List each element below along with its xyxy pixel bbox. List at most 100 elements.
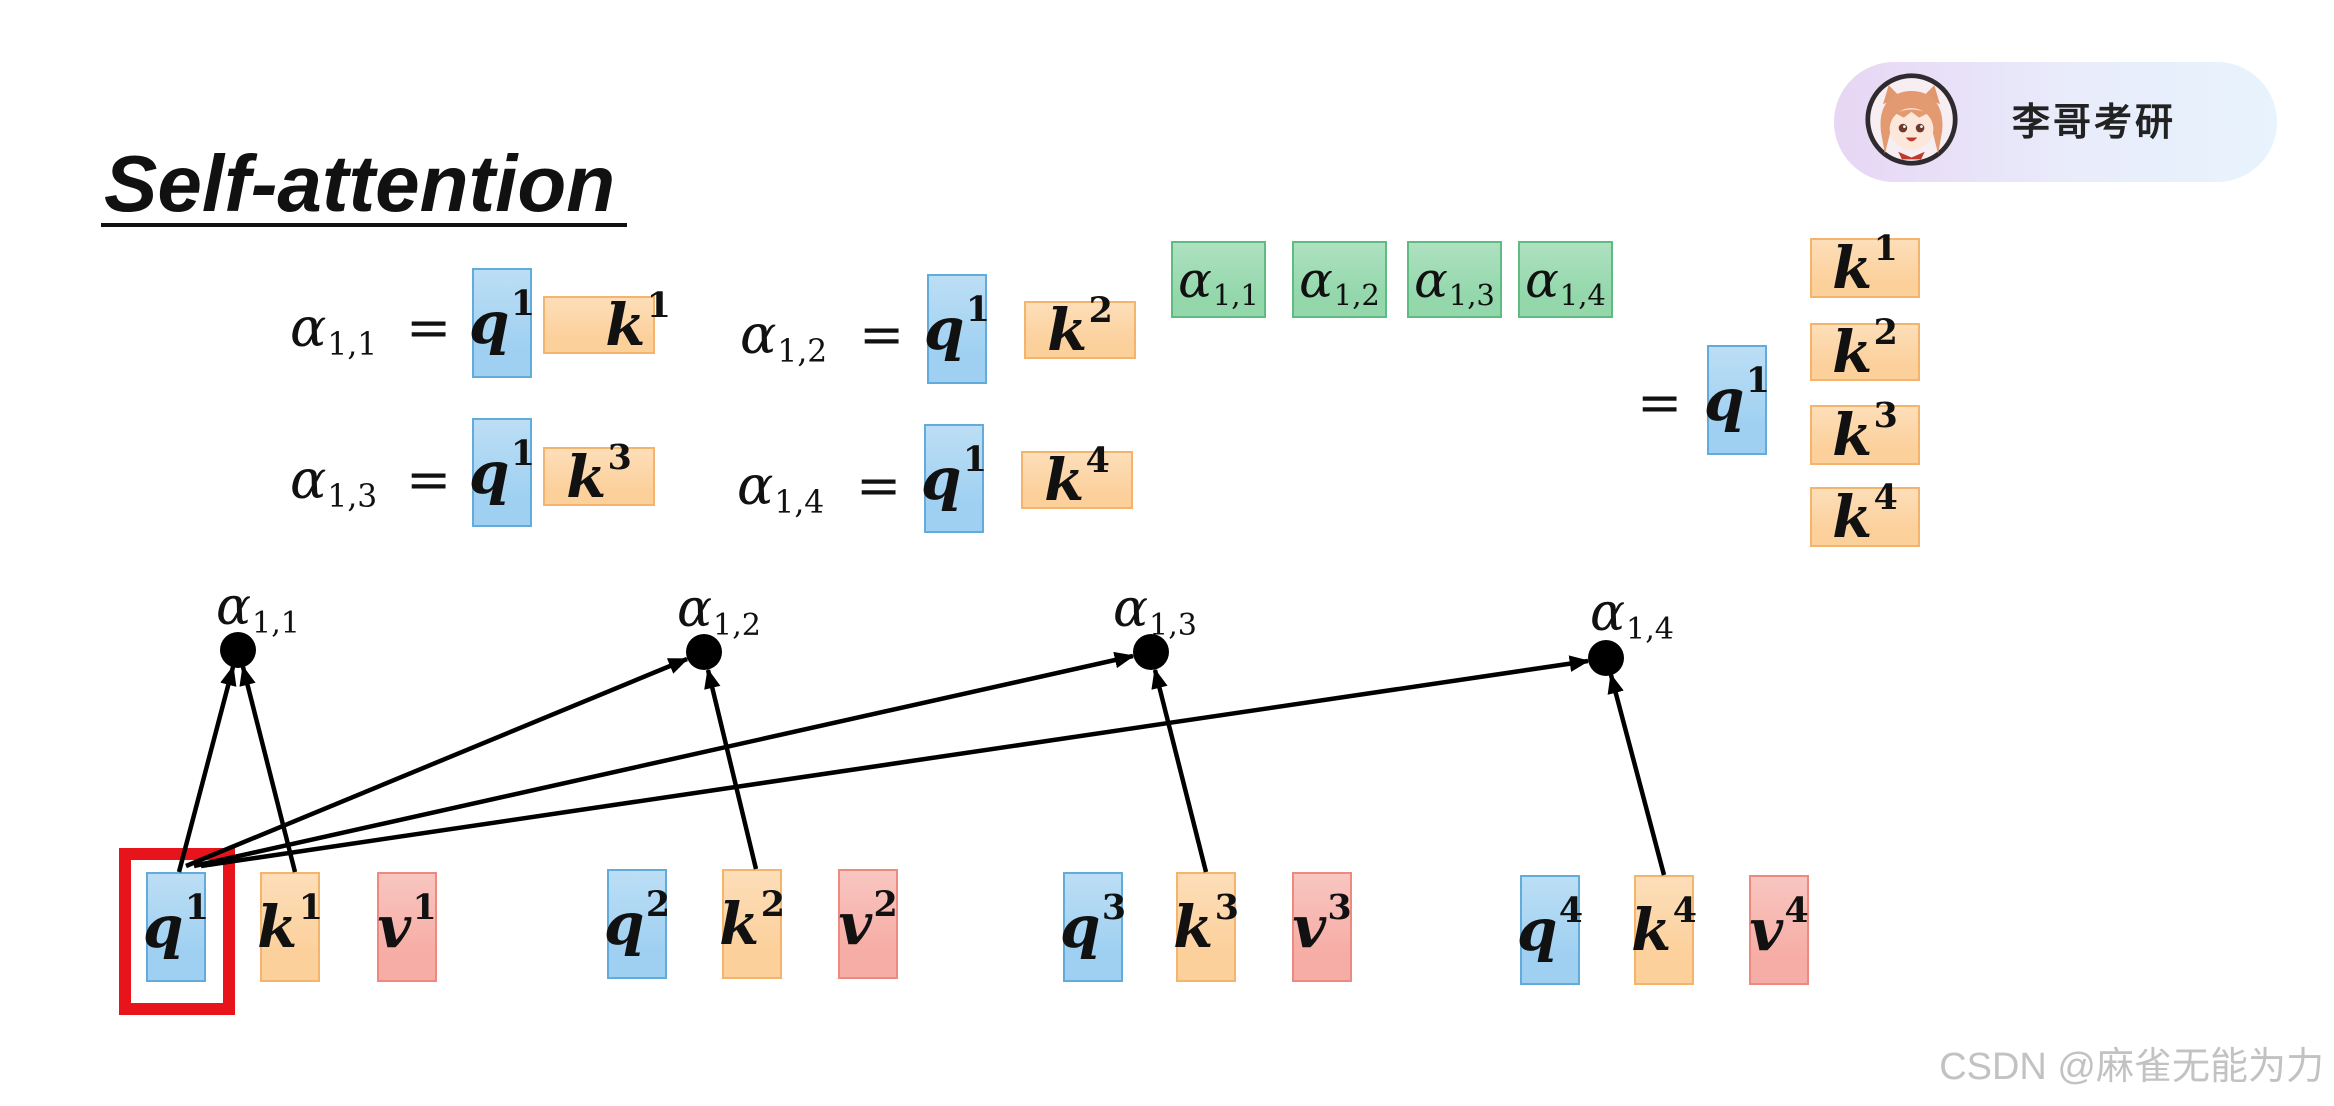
query-superscript: 1 (966, 289, 990, 330)
value-base: v (377, 893, 411, 961)
query-symbol: q2 (604, 895, 670, 953)
node-label-1-1: α1,1 (216, 581, 300, 641)
score-label: α1,2 (1299, 255, 1380, 305)
query-base: q (1517, 896, 1558, 964)
key-base: k (719, 890, 759, 958)
alpha-symbol: α (677, 579, 712, 639)
key-superscript: 4 (1086, 440, 1110, 481)
token-2-value-box: v2 (838, 869, 898, 979)
key-superscript: 2 (1874, 312, 1898, 353)
score-label: α1,4 (1525, 255, 1606, 305)
alpha-subscript: 1,1 (252, 606, 300, 641)
score-vector-cell-3: α1,3 (1407, 241, 1502, 318)
value-base: v (1292, 893, 1326, 961)
key-superscript: 3 (1215, 887, 1239, 928)
arrow-k2-to-alpha-1-2 (708, 670, 756, 869)
alpha-symbol: α (740, 303, 776, 366)
anime-girl-avatar-icon (1864, 72, 1959, 167)
query-base: q (143, 893, 184, 961)
query-superscript: 1 (1746, 360, 1770, 401)
query-symbol: q1 (469, 294, 535, 352)
key-symbol: k2 (719, 895, 785, 953)
alpha-subscript: 1,3 (327, 479, 377, 515)
query-base: q (921, 445, 962, 513)
equation-score-label-1-2: α1,2 (740, 308, 827, 370)
key-base: k (1047, 296, 1087, 364)
query-base: q (1704, 366, 1745, 434)
key-base: k (605, 291, 645, 359)
value-symbol: v3 (1292, 898, 1351, 956)
key-symbol: k4 (1044, 451, 1110, 509)
query-superscript: 1 (511, 283, 535, 324)
alpha-symbol: α (290, 448, 326, 511)
alpha-symbol: α (1414, 251, 1448, 309)
alpha-subscript: 1,2 (713, 608, 761, 643)
matrix-key-box-1: k1 (1810, 238, 1920, 298)
query-symbol: q3 (1060, 898, 1126, 956)
key-superscript: 4 (1673, 890, 1697, 931)
arrow-q1-to-alpha-1-2 (186, 659, 687, 866)
equation-key-box-4: k4 (1021, 451, 1133, 509)
arrow-q1-to-alpha-1-4 (201, 661, 1588, 866)
query-symbol: q1 (143, 898, 209, 956)
equation-score-label-1-3: α1,3 (290, 453, 377, 515)
key-symbol: k3 (566, 448, 632, 506)
query-base: q (1060, 893, 1101, 961)
value-symbol: v4 (1749, 901, 1808, 959)
value-symbol: v2 (838, 895, 897, 953)
key-base: k (1832, 483, 1872, 551)
matrix-query-box: q1 (1707, 345, 1767, 455)
token-3-value-box: v3 (1292, 872, 1352, 982)
value-base: v (1749, 896, 1783, 964)
matrix-key-box-4: k4 (1810, 487, 1920, 547)
arrow-q1-to-alpha-1-1 (179, 667, 233, 872)
key-symbol: k2 (1047, 301, 1113, 359)
matrix-key-box-2: k2 (1810, 323, 1920, 381)
key-symbol: k1 (257, 898, 323, 956)
key-base: k (1173, 893, 1213, 961)
matrix-equals-sign: = (1637, 376, 1682, 430)
query-symbol: q1 (921, 450, 987, 508)
score-vector-cell-2: α1,2 (1292, 241, 1387, 318)
alpha-symbol: α (216, 577, 251, 637)
token-2-query-box: q2 (607, 869, 667, 979)
alpha-subscript: 1,3 (1449, 278, 1495, 312)
token-3-key-box: k3 (1176, 872, 1236, 982)
equation-query-box-2: q1 (927, 274, 987, 384)
key-superscript: 1 (299, 887, 323, 928)
alpha-subscript: 1,4 (1560, 278, 1606, 312)
page-title: Self-attention (101, 145, 627, 227)
query-superscript: 4 (1559, 890, 1583, 931)
value-symbol: v1 (377, 898, 436, 956)
value-base: v (838, 890, 872, 958)
token-1-key-box: k1 (260, 872, 320, 982)
query-base: q (469, 289, 510, 357)
key-base: k (1832, 234, 1872, 302)
token-4-query-box: q4 (1520, 875, 1580, 985)
key-superscript: 1 (1874, 228, 1898, 269)
key-base: k (257, 893, 297, 961)
token-2-key-box: k2 (722, 869, 782, 979)
key-superscript: 4 (1874, 477, 1898, 518)
query-superscript: 1 (511, 433, 535, 474)
alpha-symbol: α (1590, 583, 1625, 643)
query-symbol: q1 (1704, 371, 1770, 429)
equation-key-box-2: k2 (1024, 301, 1136, 359)
key-symbol: k1 (1832, 239, 1898, 297)
key-superscript: 3 (1874, 395, 1898, 436)
equation-key-box-3: k3 (543, 447, 655, 506)
alpha-symbol: α (1178, 251, 1212, 309)
token-3-query-box: q3 (1063, 872, 1123, 982)
key-base: k (1832, 318, 1872, 386)
value-superscript: 1 (412, 887, 436, 928)
equals-sign: = (859, 308, 904, 362)
key-superscript: 2 (761, 884, 785, 925)
alpha-subscript: 1,4 (774, 485, 824, 521)
node-label-1-2: α1,2 (677, 583, 761, 643)
author-name: 李哥考研 (2012, 103, 2176, 141)
alpha-subscript: 1,3 (1149, 608, 1197, 643)
alpha-symbol: α (1299, 251, 1333, 309)
key-symbol: k2 (1832, 323, 1898, 381)
value-superscript: 3 (1327, 887, 1351, 928)
key-base: k (566, 443, 606, 511)
